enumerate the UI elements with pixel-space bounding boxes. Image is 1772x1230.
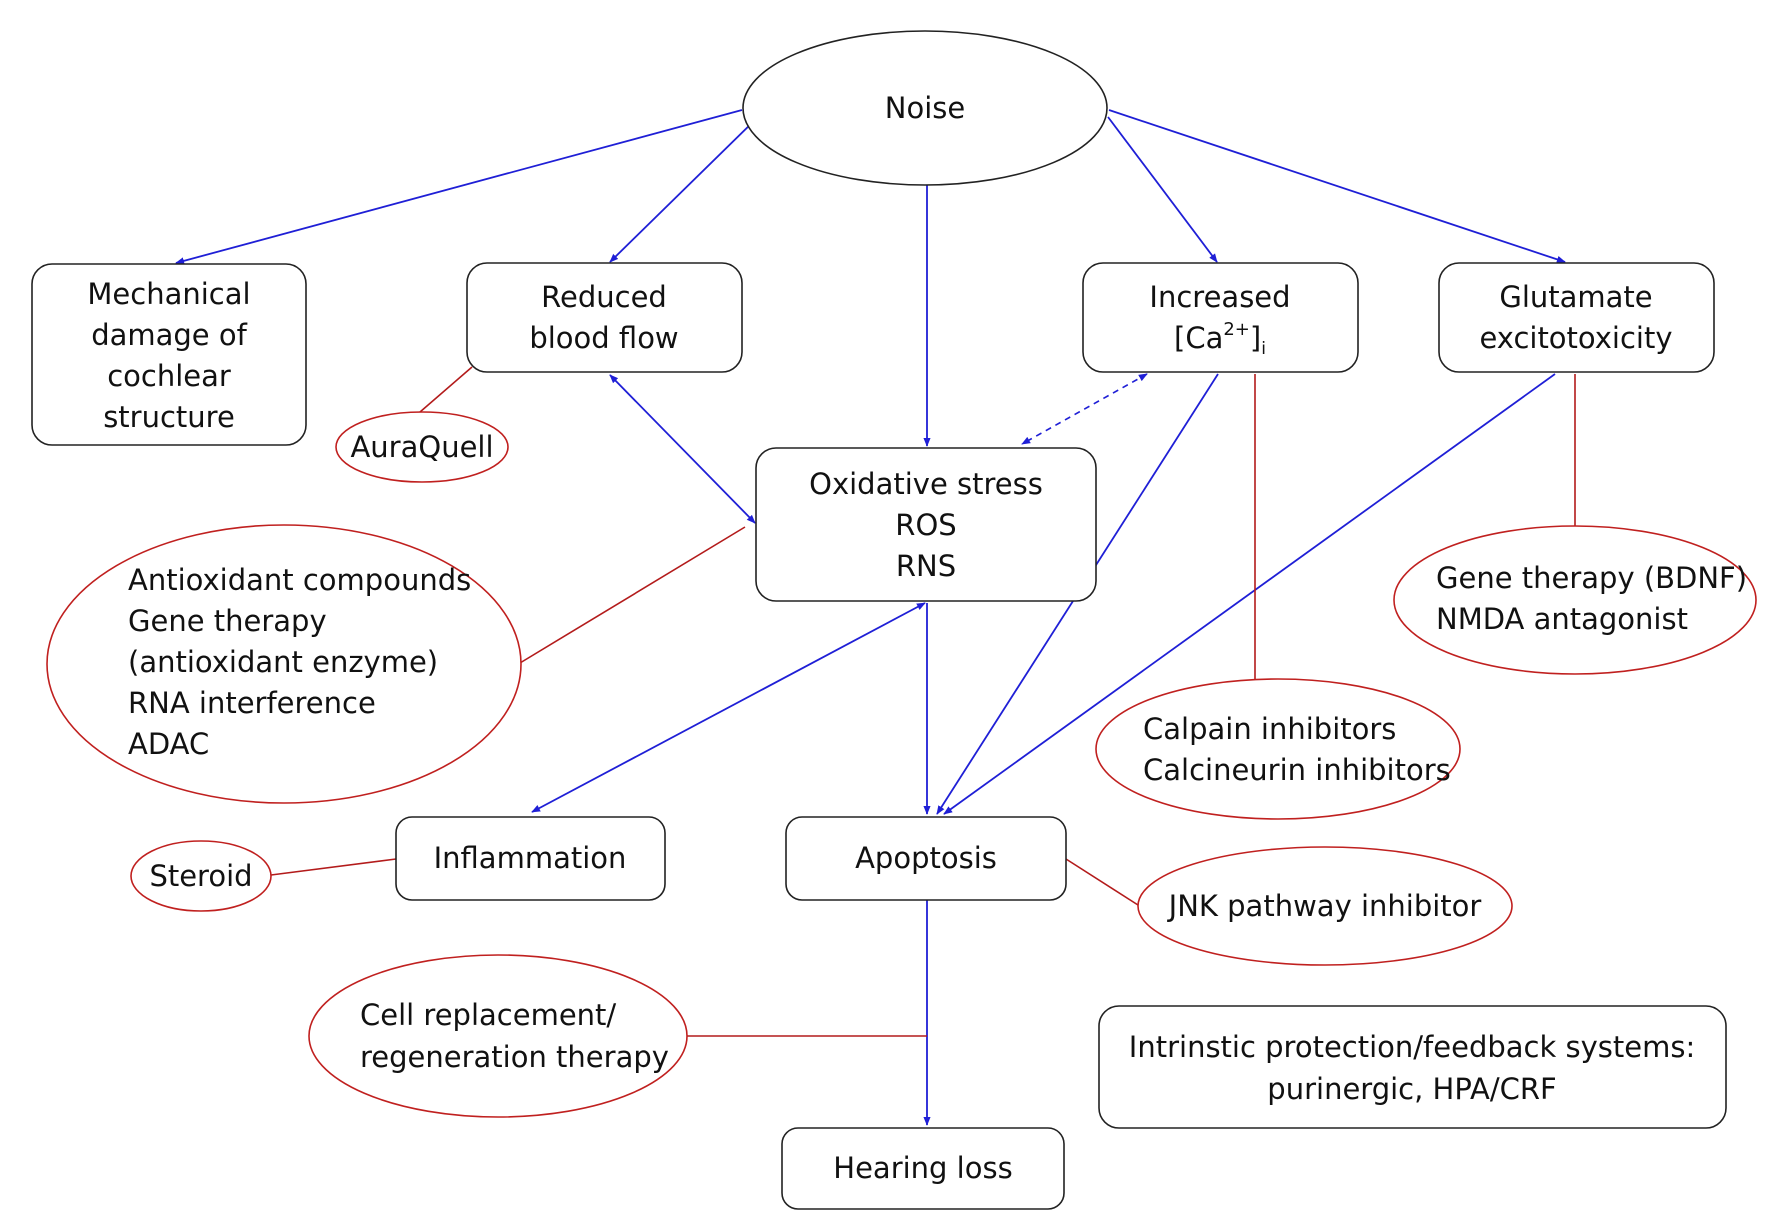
node-glutamate-excitotoxicity: Glutamate excitotoxicity	[1438, 262, 1715, 373]
hearing-loss-label: Hearing loss	[833, 1151, 1012, 1185]
node-increased-calcium: Increased [Ca2+]i	[1082, 262, 1359, 373]
node-noise: Noise	[742, 30, 1108, 186]
oxidative-line-3: RNS	[896, 549, 956, 583]
node-reduced-blood-flow: Reduced blood flow	[466, 262, 743, 373]
bdnf-line-1: Gene therapy (BDNF)	[1436, 561, 1747, 595]
line-apoptosis-jnk	[1065, 858, 1139, 906]
antioxidant-line-3: (antioxidant enzyme)	[128, 645, 438, 679]
blood-flow-line-1: Reduced	[541, 280, 667, 314]
noise-label: Noise	[885, 91, 965, 125]
line-oxidative-antioxidant	[519, 526, 746, 664]
node-oxidative-stress: Oxidative stress ROS RNS	[755, 447, 1097, 602]
calcium-line-1: Increased	[1149, 280, 1290, 314]
node-mechanical-damage: Mechanical damage of cochlear structure	[31, 263, 307, 446]
intervention-antioxidant: Antioxidant compounds Gene therapy (anti…	[46, 524, 522, 804]
bdnf-line-2: NMDA antagonist	[1436, 602, 1688, 636]
intrinsic-line-2: purinergic, HPA/CRF	[1267, 1072, 1556, 1106]
mechanical-line-1: Mechanical	[87, 277, 250, 311]
intervention-jnk: JNK pathway inhibitor	[1137, 846, 1513, 966]
antioxidant-line-1: Antioxidant compounds	[128, 563, 471, 597]
arrow-oxidative-inflammation	[531, 602, 926, 813]
regeneration-line-2: regeneration therapy	[360, 1040, 669, 1074]
intervention-calpain: Calpain inhibitors Calcineurin inhibitor…	[1095, 678, 1461, 820]
calcium-line-2: [Ca2+]i	[1174, 319, 1266, 359]
oxidative-line-2: ROS	[895, 508, 956, 542]
node-hearing-loss: Hearing loss	[781, 1127, 1065, 1210]
intervention-gene-therapy-bdnf: Gene therapy (BDNF) NMDA antagonist	[1393, 525, 1757, 675]
arrow-calcium-oxidative-dashed	[1021, 373, 1148, 445]
mechanical-line-2: damage of	[91, 318, 247, 352]
regeneration-line-1: Cell replacement/	[360, 998, 616, 1032]
antioxidant-line-2: Gene therapy	[128, 604, 327, 638]
apoptosis-label: Apoptosis	[855, 841, 997, 875]
line-inflammation-steroid	[270, 858, 397, 876]
inflammation-label: Inflammation	[434, 841, 627, 875]
node-apoptosis: Apoptosis	[785, 816, 1067, 901]
calpain-line-2: Calcineurin inhibitors	[1143, 753, 1451, 787]
oxidative-line-1: Oxidative stress	[809, 467, 1043, 501]
intervention-lines	[270, 366, 1576, 1037]
calpain-line-1: Calpain inhibitors	[1143, 712, 1396, 746]
arrow-noise-to-blood-flow	[609, 116, 759, 263]
antioxidant-line-4: RNA interference	[128, 686, 376, 720]
intervention-regeneration: Cell replacement/ regeneration therapy	[308, 954, 688, 1118]
intervention-steroid: Steroid	[130, 840, 272, 912]
node-intrinsic-protection: Intrinstic protection/feedback systems: …	[1098, 1005, 1727, 1129]
mechanical-line-4: structure	[103, 400, 235, 434]
node-inflammation: Inflammation	[395, 816, 666, 901]
line-blood-flow-auraquell	[419, 366, 473, 413]
steroid-label: Steroid	[149, 859, 252, 893]
intervention-auraquell: AuraQuell	[335, 411, 509, 483]
causal-arrows	[175, 109, 1566, 1126]
glutamate-line-1: Glutamate	[1499, 280, 1652, 314]
blood-flow-line-2: blood flow	[529, 321, 678, 355]
glutamate-line-2: excitotoxicity	[1479, 321, 1672, 355]
antioxidant-line-5: ADAC	[128, 727, 209, 761]
arrow-blood-flow-oxidative	[609, 374, 756, 524]
arrow-glutamate-to-apoptosis	[943, 373, 1556, 815]
mechanical-line-3: cochlear	[107, 359, 231, 393]
auraquell-label: AuraQuell	[350, 430, 493, 464]
arrow-noise-to-mechanical	[175, 109, 743, 265]
arrow-noise-to-glutamate	[1108, 109, 1566, 263]
jnk-label: JNK pathway inhibitor	[1167, 889, 1482, 923]
intrinsic-line-1: Intrinstic protection/feedback systems:	[1129, 1030, 1695, 1064]
arrow-noise-to-calcium	[1107, 116, 1218, 263]
